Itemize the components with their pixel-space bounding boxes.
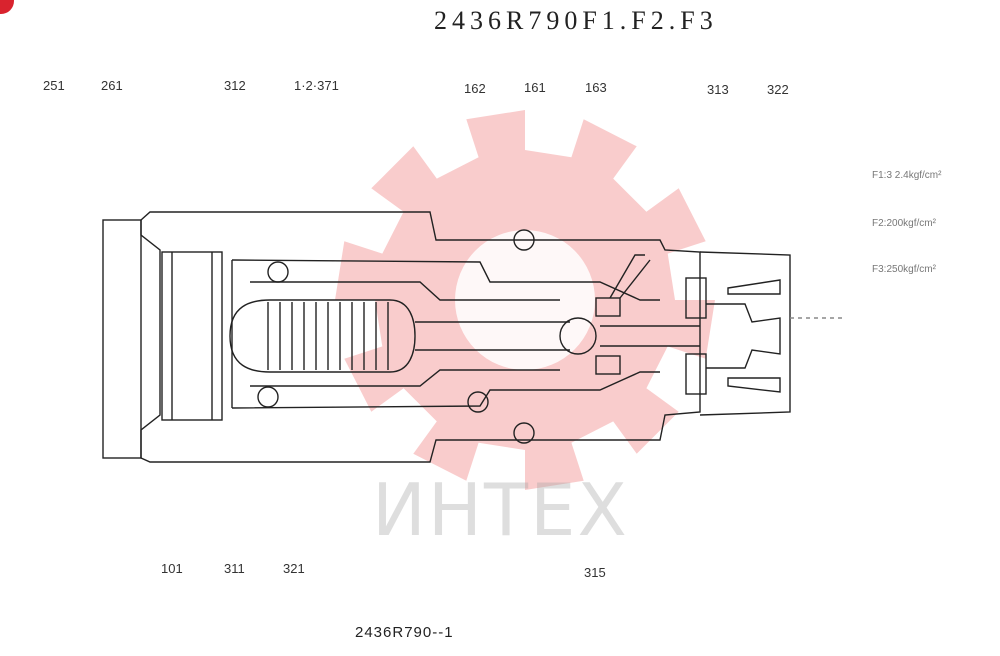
spring-coils	[267, 302, 389, 370]
part-label-261: 261	[101, 78, 123, 93]
o-ring-162-bottom	[513, 422, 535, 444]
part-label-315: 315	[584, 565, 606, 580]
variant-note-f2: F2:200kgf/cm²	[872, 218, 936, 229]
seal-ring-upper-left	[267, 261, 289, 283]
seat-top	[595, 297, 621, 317]
part-label-312: 312	[224, 78, 246, 93]
end-cap-101	[102, 219, 142, 459]
part-label-161: 161	[524, 80, 546, 95]
drawing-subtitle: 2436R790--1	[355, 624, 454, 641]
seal-ring-lower-right	[467, 391, 489, 413]
part-label-162: 162	[464, 81, 486, 96]
part-label-322: 322	[767, 82, 789, 97]
inner-sleeve-bottom	[231, 371, 660, 409]
watermark-text: ИНТЕХ	[372, 468, 629, 552]
part-label-251: 251	[43, 78, 65, 93]
seal-ring-lower-left	[257, 386, 279, 408]
part-label-163: 163	[585, 80, 607, 95]
thread-top	[727, 279, 781, 295]
part-label-1-2-371: 1·2·371	[294, 78, 339, 93]
poppet-ball-163	[559, 317, 597, 355]
drawing-title: 2436R790F1.F2.F3	[434, 6, 718, 35]
locknut-bottom	[685, 353, 707, 395]
part-label-313: 313	[707, 82, 729, 97]
variant-note-f1: F1:3 2.4kgf/cm²	[872, 170, 942, 181]
adjusting-screw-322	[706, 303, 781, 369]
thread-bottom	[727, 377, 781, 393]
part-label-311: 311	[224, 561, 245, 576]
spring-321	[229, 299, 416, 373]
variant-note-f3: F3:250kgf/cm²	[872, 264, 936, 275]
end-cap-flange	[140, 220, 161, 458]
seat-bottom	[595, 355, 621, 375]
valve-housing	[140, 211, 701, 463]
adjuster-body-313	[699, 251, 791, 416]
inner-sleeve-top	[231, 259, 660, 301]
part-label-321: 321	[283, 561, 305, 576]
o-ring-162-top	[513, 229, 535, 251]
part-label-101: 101	[161, 561, 183, 576]
locknut-top	[685, 277, 707, 319]
plug-261	[161, 251, 223, 421]
